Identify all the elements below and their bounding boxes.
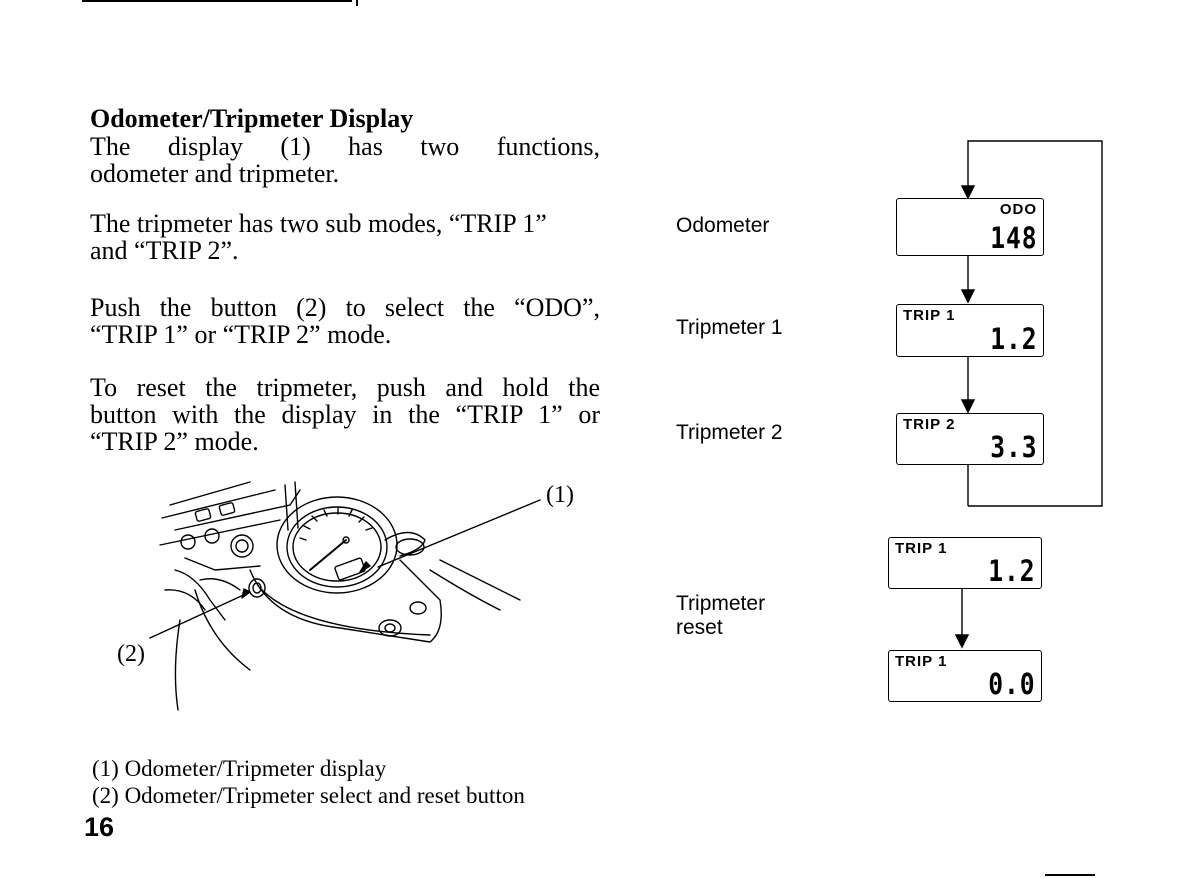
- paragraph-select-mode: Push the button (2) to select the “ODO”,…: [90, 294, 600, 348]
- paragraph-line: Push the button (2) to select the “ODO”,: [90, 293, 600, 322]
- page-number: 16: [84, 812, 115, 842]
- lcd-value: 1.2: [987, 554, 1035, 588]
- mode-label-tripmeter-2: Tripmeter 2: [676, 421, 783, 444]
- lcd-value: 3.3: [989, 430, 1037, 464]
- section-title: Odometer/Tripmeter Display: [90, 104, 414, 133]
- lcd-mode-tag: TRIP 2: [903, 416, 956, 433]
- mode-label-odometer: Odometer: [676, 214, 770, 237]
- top-rule-tick: [356, 0, 358, 6]
- mode-label-tripmeter-reset: Tripmeter reset: [676, 592, 765, 640]
- paragraph-line: To reset the tripmeter, push and hold th…: [90, 373, 600, 402]
- instrument-panel-illustration: [149, 481, 541, 711]
- lcd-value: 0.0: [987, 667, 1035, 701]
- paragraph-line: and “TRIP 2”.: [90, 236, 239, 265]
- paragraph-line: button with the display in the “TRIP 1” …: [90, 400, 600, 429]
- lcd-mode-tag: TRIP 1: [903, 307, 956, 324]
- paragraph-functions: The display (1) has two functions, odome…: [90, 133, 600, 187]
- lcd-mode-tag: TRIP 1: [895, 653, 948, 670]
- mode-label-tripmeter-1: Tripmeter 1: [676, 316, 783, 339]
- lcd-value: 1.2: [989, 322, 1037, 356]
- paragraph-line: “TRIP 1” or “TRIP 2” mode.: [90, 320, 392, 349]
- lcd-tripmeter-1: TRIP 1 1.2: [896, 304, 1044, 357]
- paragraph-sub-modes: The tripmeter has two sub modes, “TRIP 1…: [90, 210, 600, 264]
- paragraph-line: odometer and tripmeter.: [90, 159, 340, 188]
- lcd-reset-after: TRIP 1 0.0: [888, 650, 1042, 702]
- paragraph-line: “TRIP 2” mode.: [90, 427, 259, 456]
- lcd-reset-before: TRIP 1 1.2: [888, 537, 1042, 589]
- lcd-mode-tag: TRIP 1: [895, 540, 948, 557]
- lcd-tripmeter-2: TRIP 2 3.3: [896, 413, 1044, 465]
- caption-button: (2) Odometer/Tripmeter select and reset …: [92, 783, 525, 808]
- lcd-odometer: ODO 148: [896, 198, 1044, 256]
- lcd-mode-tag: ODO: [999, 201, 1037, 218]
- caption-display: (1) Odometer/Tripmeter display: [92, 756, 387, 781]
- paragraph-reset: To reset the tripmeter, push and hold th…: [90, 374, 600, 455]
- reset-label-line: reset: [676, 616, 723, 639]
- paragraph-line: The tripmeter has two sub modes, “TRIP 1…: [90, 209, 547, 238]
- lcd-value: 148: [989, 221, 1037, 255]
- top-rule: [82, 0, 352, 2]
- bottom-rule: [1045, 874, 1095, 876]
- paragraph-line: The display (1) has two functions,: [90, 132, 600, 161]
- reset-label-line: Tripmeter: [676, 592, 766, 615]
- callout-2-label: (2): [117, 641, 145, 667]
- callout-1-label: (1): [546, 482, 574, 508]
